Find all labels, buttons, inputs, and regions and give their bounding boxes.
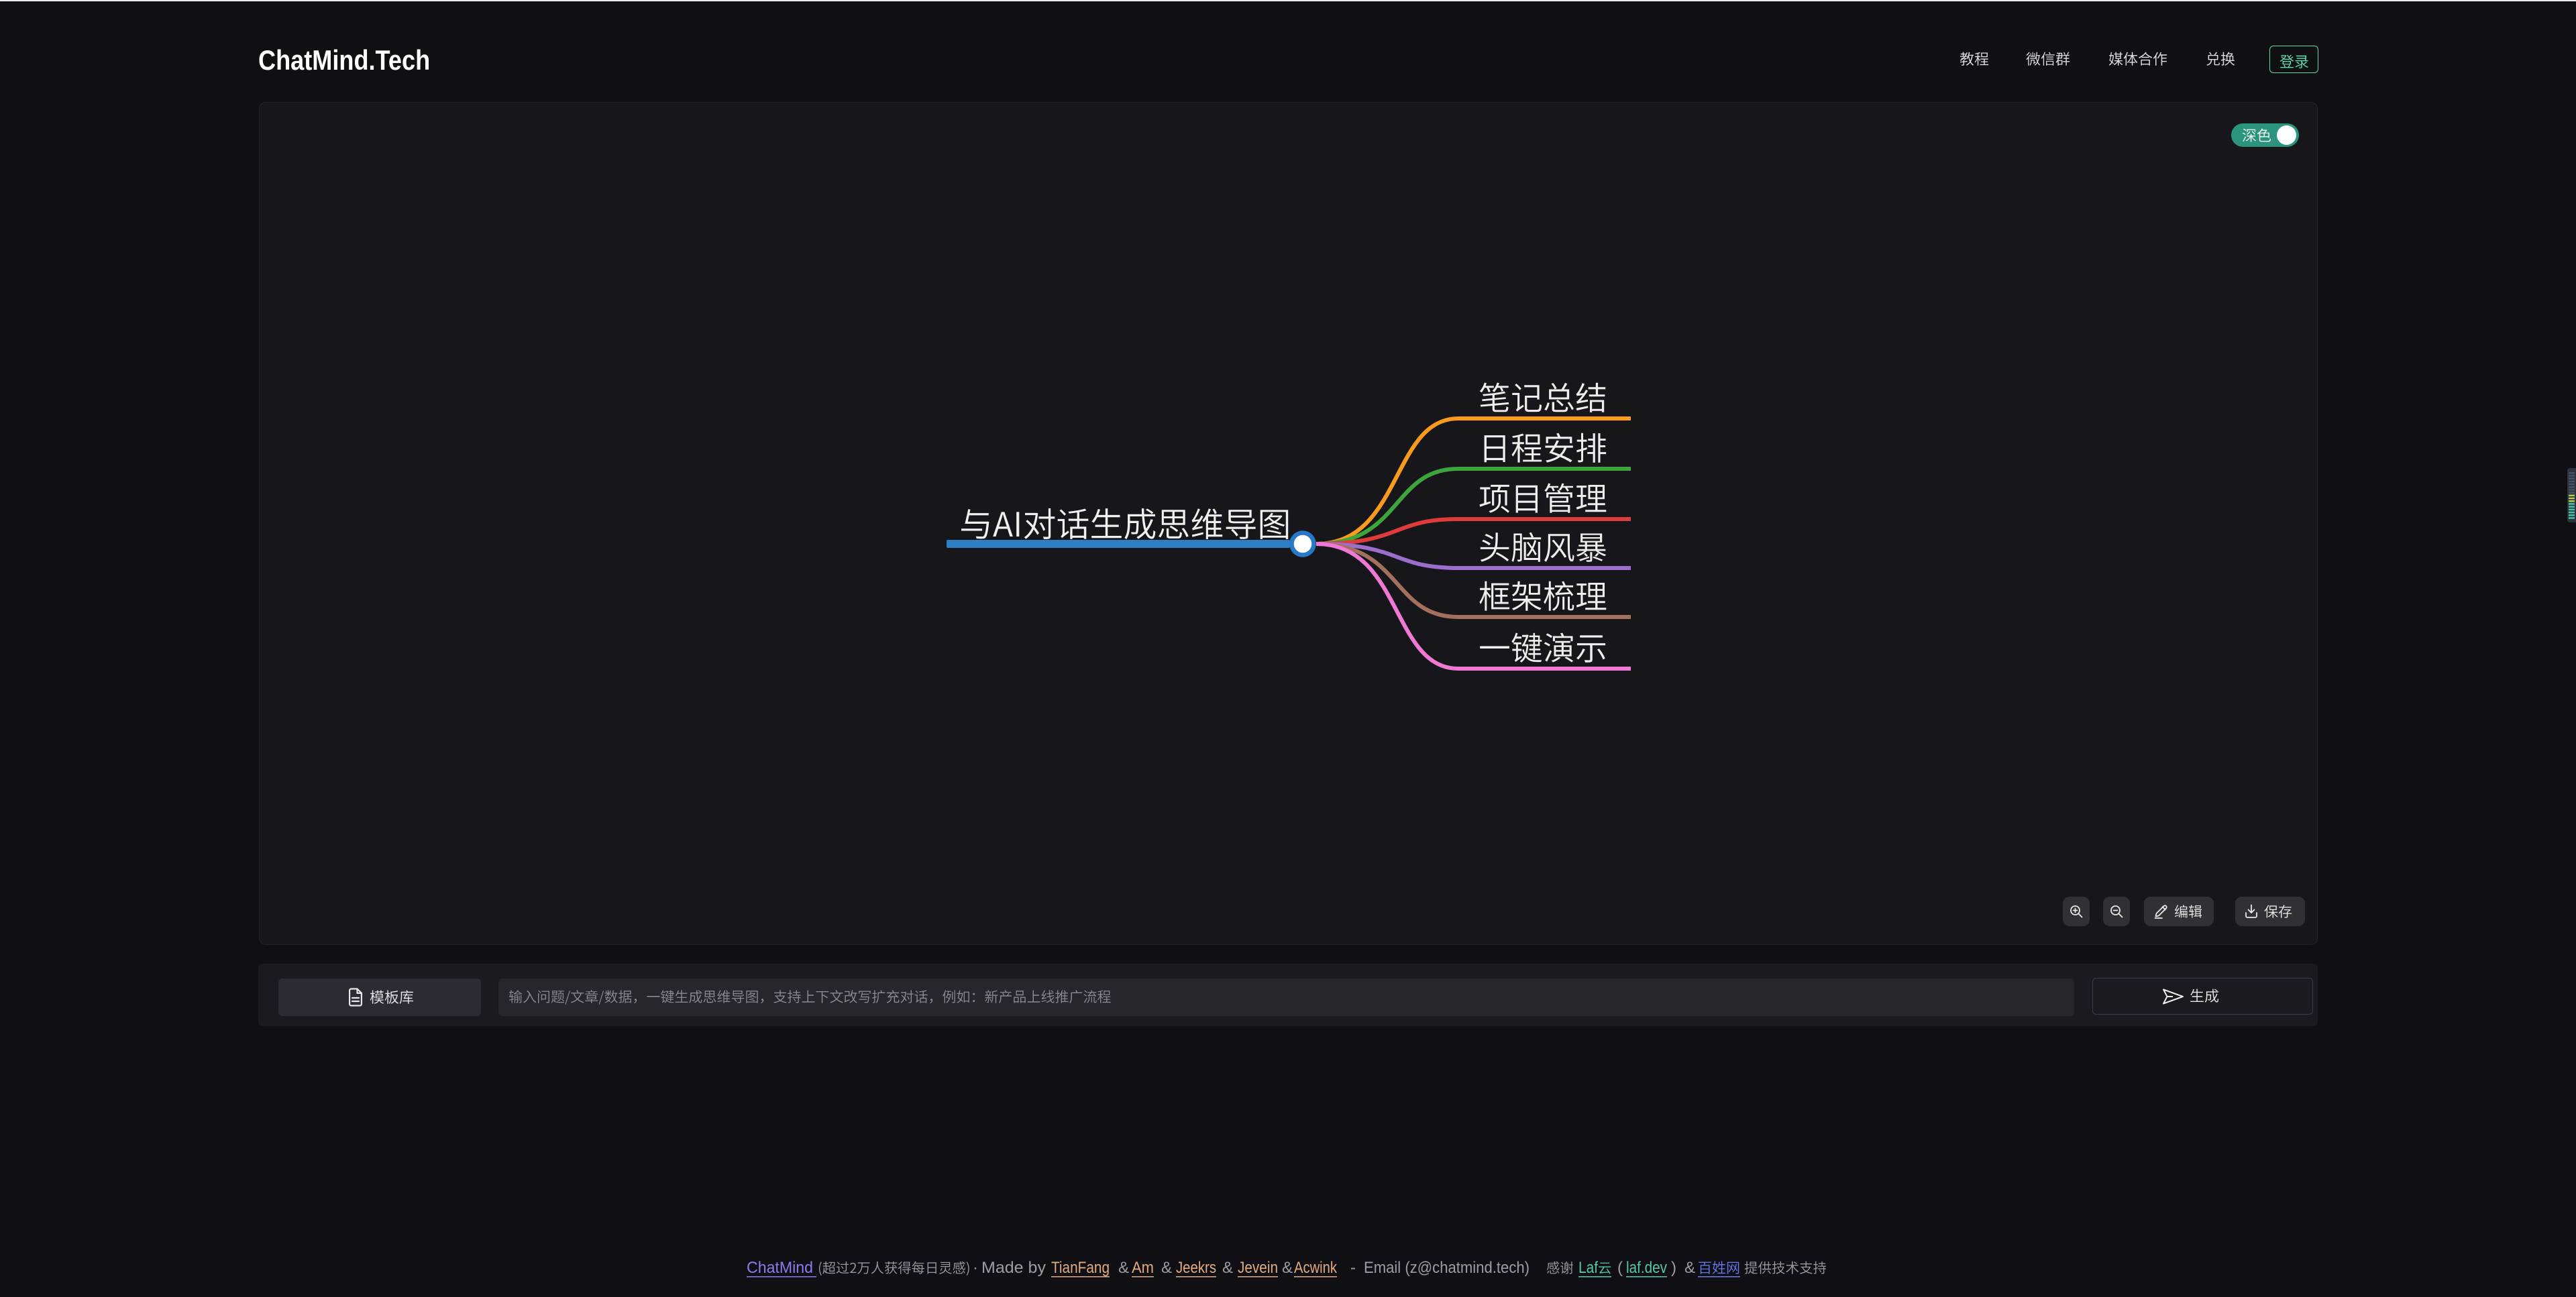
svg-text:(: (: [1617, 1259, 1623, 1277]
svg-text:Jevein: Jevein: [1238, 1259, 1278, 1277]
svg-text:ChatMind: ChatMind: [747, 1259, 813, 1277]
svg-text:&: &: [1222, 1259, 1233, 1277]
svg-text:Email (z@chatmind.tech): Email (z@chatmind.tech): [1364, 1259, 1529, 1277]
svg-text:laf.dev: laf.dev: [1626, 1259, 1667, 1277]
svg-text:·: ·: [973, 1259, 978, 1277]
svg-text:Jeekrs: Jeekrs: [1176, 1259, 1216, 1277]
svg-text:Laf: Laf: [1578, 1259, 1598, 1277]
svg-text:&: &: [1282, 1259, 1293, 1277]
svg-text:Made by: Made by: [981, 1259, 1046, 1277]
svg-text:-: -: [1350, 1259, 1356, 1277]
svg-text:&: &: [1684, 1259, 1695, 1277]
svg-text:): ): [1671, 1259, 1676, 1277]
svg-text:Am: Am: [1132, 1259, 1154, 1277]
svg-text:Acwink: Acwink: [1294, 1259, 1338, 1277]
svg-text:&: &: [1118, 1259, 1129, 1277]
svg-text:&: &: [1161, 1259, 1172, 1277]
svg-text:TianFang: TianFang: [1051, 1259, 1110, 1277]
